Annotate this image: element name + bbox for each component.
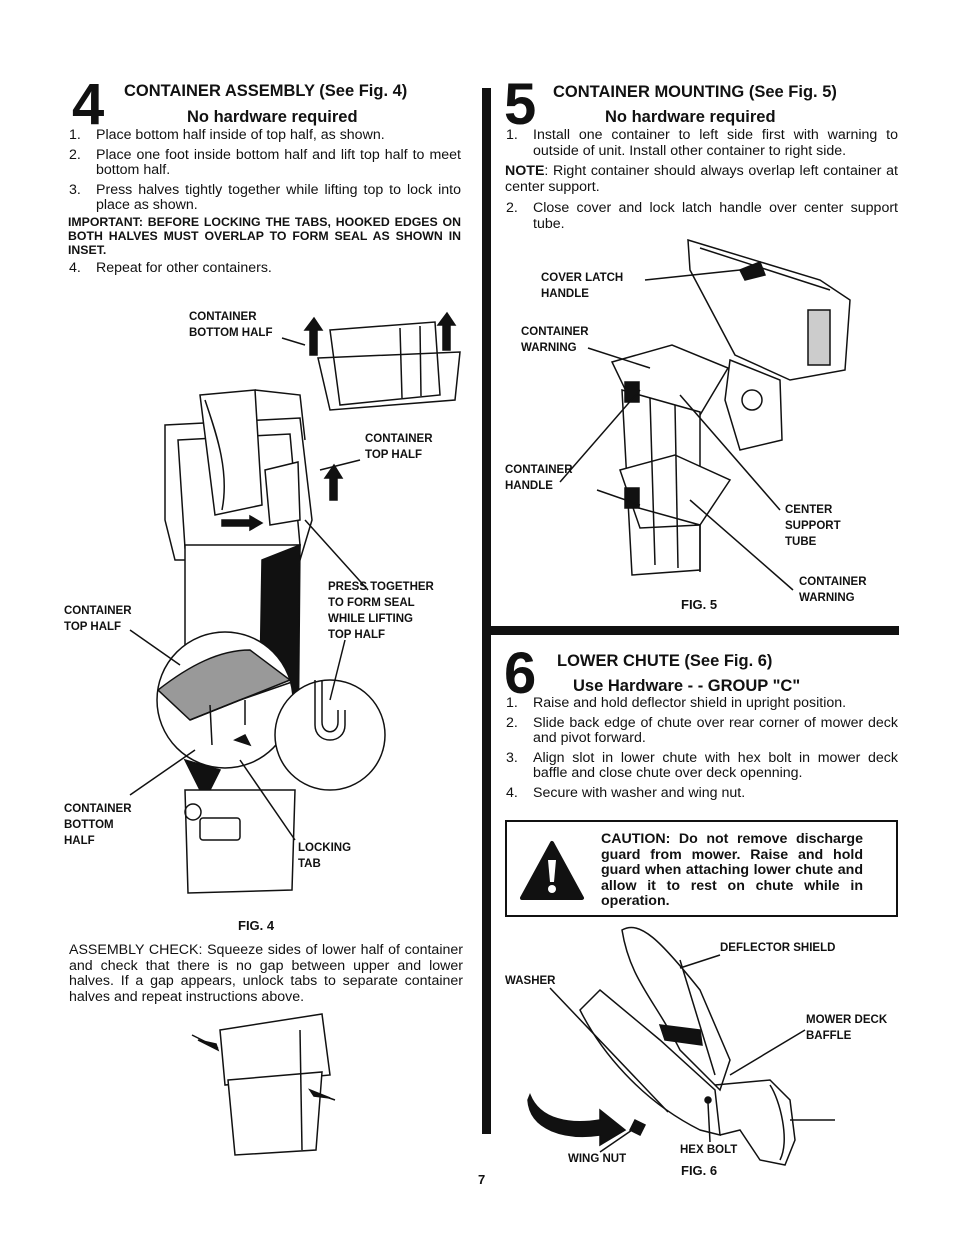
list-item: 3.Align slot in lower chute with hex bol… [506, 749, 898, 782]
warning-icon [520, 841, 584, 900]
step-4-title: CONTAINER ASSEMBLY (See Fig. 4) [124, 82, 408, 100]
step-4-instructions: 1.Place bottom half inside of top half, … [69, 127, 461, 218]
fig-5-caption: FIG. 5 [681, 597, 718, 612]
step-6-subtitle: Use Hardware - - GROUP "C" [573, 677, 801, 695]
label-container-bottom-half-left: CONTAINER BOTTOM HALF [64, 803, 132, 847]
label-container-top-half-right: CONTAINER TOP HALF [365, 433, 433, 461]
list-item: 1.Install one container to left side fir… [506, 127, 898, 159]
column-divider [482, 88, 491, 1134]
step-4-number: 4 [72, 72, 105, 137]
list-item: 2.Close cover and lock latch handle over… [506, 200, 898, 232]
label-container-warning-bottom: CONTAINER WARNING [799, 576, 867, 604]
list-item: 3.Press halves tightly together while li… [69, 181, 461, 214]
step-6-number: 6 [504, 641, 537, 706]
step-6-instructions: 1.Raise and hold deflector shield in upr… [506, 695, 898, 806]
label-container-handle: CONTAINER HANDLE [505, 464, 573, 492]
label-container-top-half-left: CONTAINER TOP HALF [64, 605, 132, 633]
assembly-check-text: ASSEMBLY CHECK: Squeeze sides of lower h… [69, 942, 463, 1005]
list-item: 1.Place bottom half inside of top half, … [69, 127, 385, 143]
label-washer: WASHER [505, 975, 556, 987]
label-mower-deck-baffle: MOWER DECK BAFFLE [806, 1014, 888, 1042]
page-number: 7 [478, 1172, 486, 1187]
step-5-instruction-1: 1.Install one container to left side fir… [506, 127, 898, 163]
label-wing-nut: WING NUT [568, 1153, 627, 1165]
label-container-bottom-half-top: CONTAINER BOTTOM HALF [189, 311, 273, 339]
important-notice: IMPORTANT: BEFORE LOCKING THE TABS, HOOK… [68, 215, 461, 257]
label-locking-tab: LOCKING TAB [298, 842, 352, 870]
step-5-number: 5 [504, 72, 537, 137]
step-5-instruction-2: 2.Close cover and lock latch handle over… [506, 200, 898, 236]
step-4-subtitle: No hardware required [187, 108, 358, 126]
label-container-warning-top: CONTAINER WARNING [521, 326, 589, 354]
list-item: 2.Place one foot inside bottom half and … [69, 146, 461, 179]
list-item: 4.Secure with washer and wing nut. [506, 784, 746, 801]
section-divider [491, 626, 899, 635]
list-item: 1.Raise and hold deflector shield in upr… [506, 695, 847, 711]
list-item: 2.Slide back edge of chute over rear cor… [506, 714, 898, 747]
list-item: 4.Repeat for other containers. [69, 260, 272, 276]
step-5-subtitle: No hardware required [605, 108, 776, 126]
fig-4-caption: FIG. 4 [238, 918, 275, 933]
step-5-title: CONTAINER MOUNTING (See Fig. 5) [553, 83, 837, 101]
label-deflector-shield: DEFLECTOR SHIELD [720, 942, 836, 954]
fig-6-caption: FIG. 6 [681, 1163, 718, 1178]
label-cover-latch-handle: COVER LATCH HANDLE [541, 272, 624, 300]
caution-box: CAUTION: Do not remove discharge guard f… [505, 820, 898, 917]
step-5-note: NOTE: Right container should always over… [505, 163, 898, 195]
label-center-support-tube: CENTER SUPPORT TUBE [785, 504, 841, 548]
step-6-title: LOWER CHUTE (See Fig. 6) [557, 652, 773, 670]
label-press-together: PRESS TOGETHER TO FORM SEAL WHILE LIFTIN… [328, 581, 434, 641]
label-hex-bolt: HEX BOLT [680, 1144, 738, 1156]
caution-text: CAUTION: Do not remove discharge guard f… [601, 831, 863, 910]
step-4-instruction-4: 4.Repeat for other containers. [69, 260, 461, 281]
